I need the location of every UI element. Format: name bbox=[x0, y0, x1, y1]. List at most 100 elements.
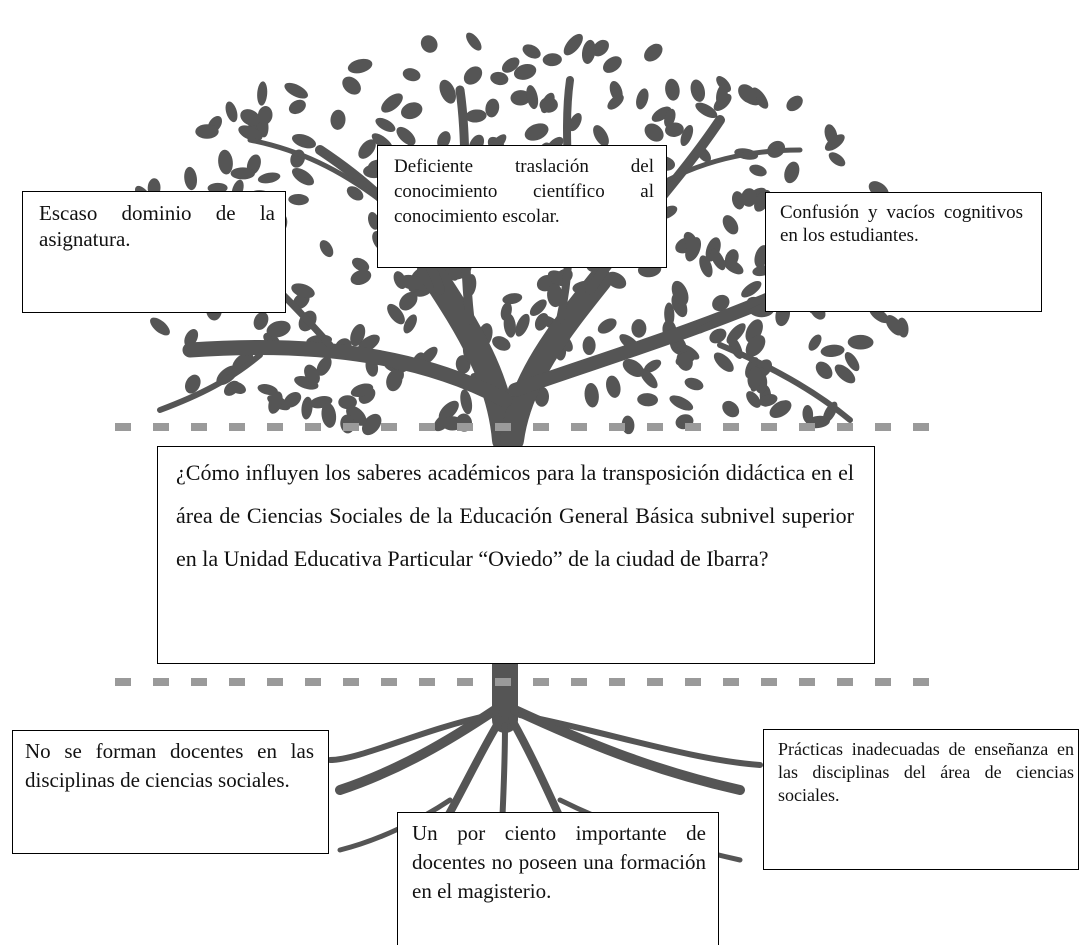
leaf bbox=[716, 76, 731, 93]
leaf bbox=[352, 257, 370, 272]
central-problem-box: ¿Cómo influyen los saberes académicos pa… bbox=[157, 446, 875, 664]
leaf bbox=[640, 368, 658, 389]
leaf bbox=[465, 109, 487, 123]
effect-box-3: Confusión y vacíos cognitivos en los est… bbox=[765, 192, 1042, 312]
leaf bbox=[685, 237, 702, 262]
leaf bbox=[291, 167, 315, 186]
leaf bbox=[539, 97, 558, 113]
leaf bbox=[542, 53, 562, 67]
leaf bbox=[820, 344, 845, 357]
leaf bbox=[330, 109, 346, 130]
leaf bbox=[636, 88, 649, 110]
leaf bbox=[584, 382, 599, 408]
leaf bbox=[637, 393, 658, 407]
leaf bbox=[346, 186, 364, 201]
leaf bbox=[834, 364, 856, 384]
central-problem-text: ¿Cómo influyen los saberes académicos pa… bbox=[176, 460, 854, 571]
leaf bbox=[460, 389, 473, 415]
leaf bbox=[747, 366, 762, 390]
leaf bbox=[463, 66, 483, 85]
leaf bbox=[439, 79, 456, 104]
leaf bbox=[710, 248, 726, 271]
leaf bbox=[292, 133, 316, 149]
leaf bbox=[745, 334, 766, 357]
leaf bbox=[759, 394, 778, 407]
leaf bbox=[607, 94, 624, 110]
leaf bbox=[690, 79, 706, 102]
leaf bbox=[738, 84, 757, 104]
leaf bbox=[386, 369, 403, 392]
leaf bbox=[501, 57, 520, 73]
leaf bbox=[316, 356, 332, 376]
leaf bbox=[268, 391, 283, 414]
leaf bbox=[510, 90, 531, 106]
leaf bbox=[466, 32, 482, 51]
cause-text: No se forman docentes en las disciplinas… bbox=[25, 739, 314, 792]
leaf bbox=[257, 81, 268, 106]
leaf bbox=[665, 78, 680, 101]
leaf bbox=[401, 102, 423, 120]
leaf bbox=[709, 328, 727, 344]
leaf bbox=[513, 63, 537, 80]
leaf bbox=[399, 274, 424, 290]
effect-text: Escaso dominio de la asignatura. bbox=[39, 201, 275, 251]
leaf bbox=[492, 336, 511, 351]
leaf bbox=[680, 124, 694, 147]
leaf bbox=[597, 318, 617, 334]
leaf bbox=[403, 314, 417, 334]
leaf bbox=[524, 123, 549, 141]
leaf bbox=[684, 377, 704, 391]
leaf bbox=[358, 139, 376, 159]
leaf bbox=[338, 395, 357, 410]
leaf bbox=[185, 374, 201, 394]
leaf bbox=[824, 124, 838, 145]
leaf bbox=[368, 212, 380, 230]
cause-box-1: No se forman docentes en las disciplinas… bbox=[12, 730, 329, 854]
leaf bbox=[399, 291, 418, 311]
leaf bbox=[815, 361, 833, 380]
leaf bbox=[808, 334, 822, 351]
leaf bbox=[581, 39, 596, 64]
leaf bbox=[396, 126, 416, 146]
leaf bbox=[669, 395, 694, 411]
leaf bbox=[847, 334, 874, 350]
leaf bbox=[844, 352, 860, 372]
leaf bbox=[284, 392, 302, 408]
leaf bbox=[361, 413, 382, 436]
leaf bbox=[350, 323, 366, 347]
leaf bbox=[568, 113, 582, 132]
leaf bbox=[347, 58, 373, 74]
leaf bbox=[592, 39, 609, 57]
leaf bbox=[664, 108, 676, 128]
leaf bbox=[490, 71, 509, 86]
leaf bbox=[602, 56, 622, 73]
leaf bbox=[284, 82, 308, 99]
leaf bbox=[503, 313, 516, 338]
leaf bbox=[749, 164, 767, 177]
leaf bbox=[631, 319, 647, 338]
leaf bbox=[622, 359, 645, 377]
leaf bbox=[420, 35, 438, 53]
ground-dash-lines bbox=[115, 423, 950, 686]
leaf bbox=[547, 283, 563, 308]
effect-box-2: Deficiente traslación del conocimiento c… bbox=[377, 145, 667, 268]
leaf bbox=[291, 283, 315, 299]
leaf bbox=[529, 299, 547, 316]
leaf bbox=[301, 396, 313, 420]
leaf bbox=[402, 68, 421, 82]
leaf bbox=[522, 44, 541, 59]
leaf bbox=[230, 167, 255, 180]
cause-box-3: Prácticas inadecuadas de enseñanza en la… bbox=[763, 729, 1079, 870]
effect-text: Confusión y vacíos cognitivos en los est… bbox=[780, 202, 1023, 246]
leaf bbox=[350, 269, 372, 286]
leaf bbox=[515, 313, 530, 337]
effect-box-1: Escaso dominio de la asignatura. bbox=[22, 191, 286, 313]
leaf bbox=[375, 117, 396, 132]
leaf bbox=[593, 125, 609, 147]
leaf bbox=[485, 98, 500, 118]
leaf bbox=[502, 293, 523, 305]
leaf bbox=[387, 303, 405, 325]
leaf bbox=[644, 123, 664, 142]
leaf bbox=[644, 43, 663, 62]
cause-text: Prácticas inadecuadas de enseñanza en la… bbox=[778, 739, 1074, 805]
